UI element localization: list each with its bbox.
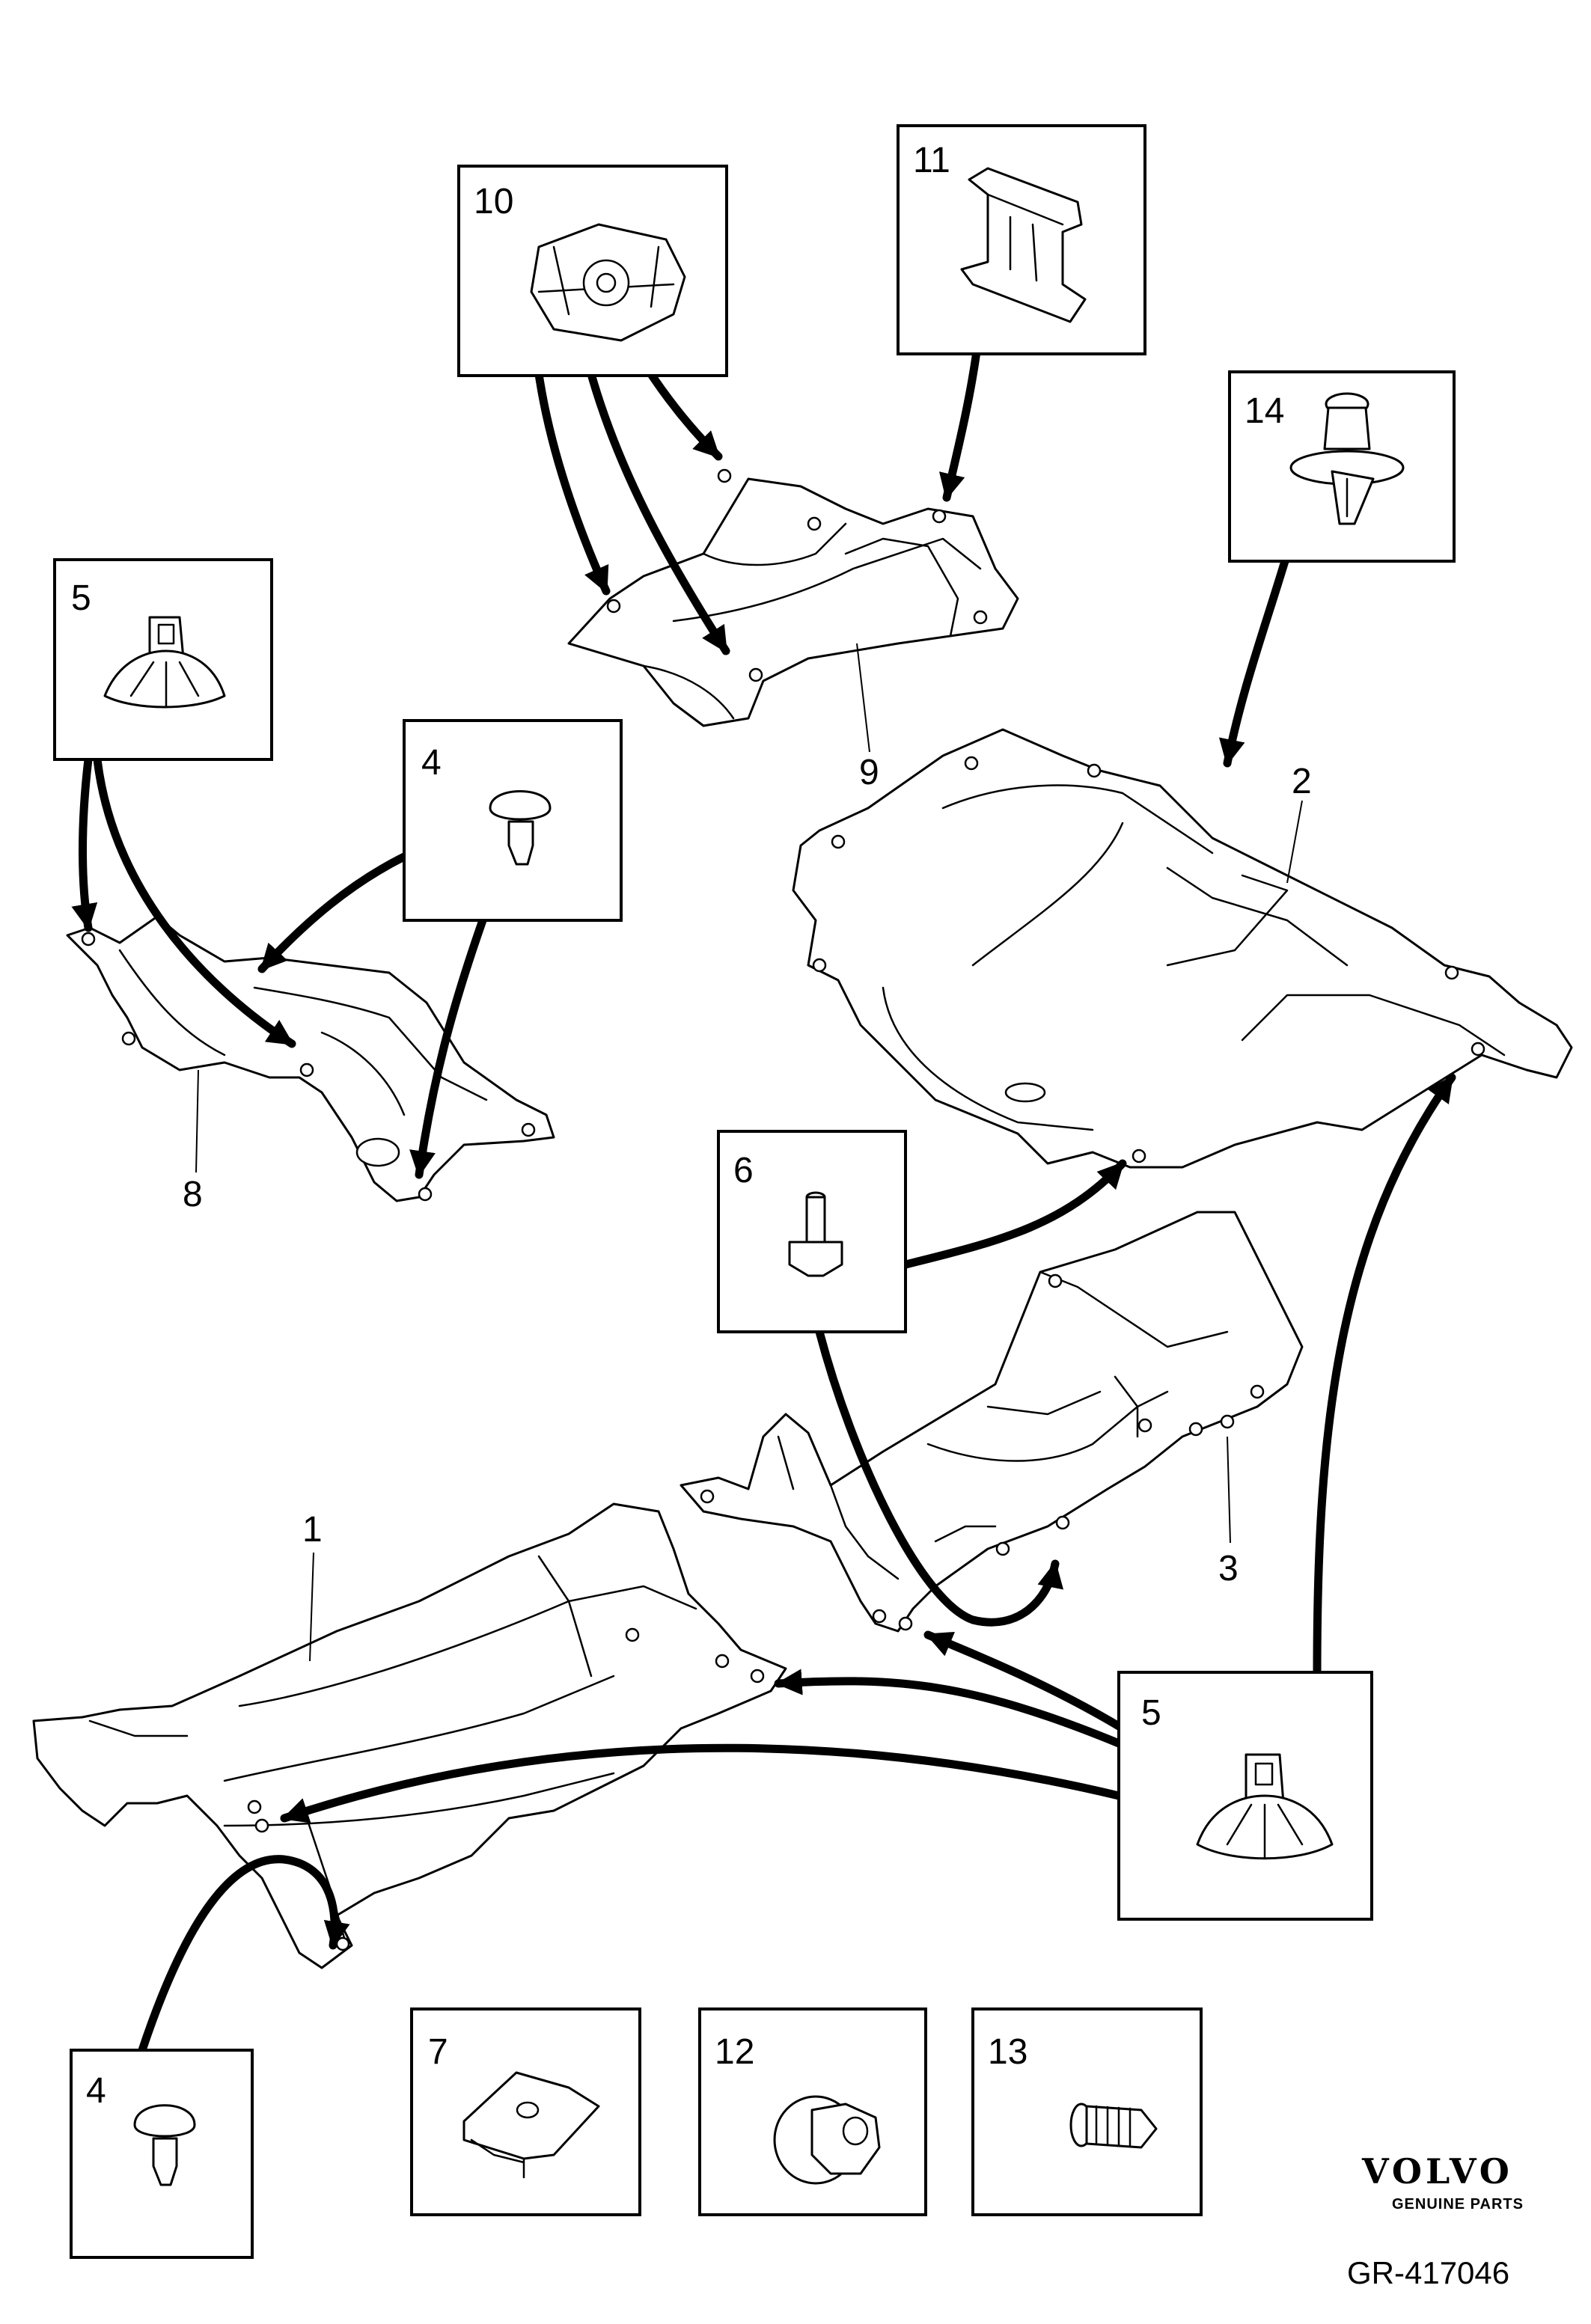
flange-nut-icon <box>773 2095 881 2185</box>
heat-shield-part-9 <box>567 468 1019 727</box>
part-12-box[interactable]: 12 <box>698 2007 927 2216</box>
part-7-box[interactable]: 7 <box>410 2007 641 2216</box>
part-11-label: 11 <box>913 141 950 180</box>
callout-2: 2 <box>1292 762 1312 801</box>
push-pin-icon <box>133 2104 196 2186</box>
heat-shield-part-8 <box>66 915 555 1202</box>
part-4-box-lower[interactable]: 4 <box>70 2049 254 2259</box>
callout-9: 9 <box>859 753 879 792</box>
push-rivet-icon <box>1289 392 1405 525</box>
part-6-label: 6 <box>733 1151 754 1190</box>
screw-icon <box>1069 2103 1158 2149</box>
spring-nut-icon <box>530 223 686 342</box>
leader-lines <box>71 347 1456 2055</box>
part-14-label: 14 <box>1245 391 1284 431</box>
part-5-label-lower: 5 <box>1141 1693 1161 1733</box>
genuine-parts-tagline: GENUINE PARTS <box>1392 2196 1524 2213</box>
heat-shield-part-1 <box>32 1502 787 1969</box>
part-5-label-upper: 5 <box>71 578 91 618</box>
part-14-box[interactable]: 14 <box>1228 370 1456 563</box>
part-6-box[interactable]: 6 <box>717 1130 907 1333</box>
part-11-box[interactable]: 11 <box>897 124 1146 355</box>
part-10-label: 10 <box>474 182 513 221</box>
nut-cap-icon <box>103 616 226 709</box>
clip-icon <box>960 167 1087 323</box>
part-4-label-lower: 4 <box>86 2071 106 2111</box>
volvo-logo: VOLVO <box>1361 2151 1513 2192</box>
heat-shield-part-2 <box>792 728 1573 1169</box>
nut-cap-icon <box>1196 1753 1334 1860</box>
part-13-label: 13 <box>988 2032 1027 2072</box>
part-4-label-upper: 4 <box>421 743 442 783</box>
part-12-label: 12 <box>715 2032 754 2072</box>
push-pin-icon <box>489 790 552 866</box>
part-4-box-upper[interactable]: 4 <box>403 719 623 922</box>
bolt-icon <box>788 1191 843 1277</box>
part-5-box-upper[interactable]: 5 <box>53 558 273 761</box>
callout-3: 3 <box>1218 1549 1239 1588</box>
part-10-box[interactable]: 10 <box>457 165 728 377</box>
part-7-label: 7 <box>428 2032 448 2072</box>
callouts: 9 2 8 3 1 <box>183 643 1312 1662</box>
callout-8: 8 <box>183 1175 203 1214</box>
part-13-box[interactable]: 13 <box>971 2007 1203 2216</box>
brand-block: VOLVO GENUINE PARTS GR-417046 <box>1347 2151 1524 2290</box>
callout-1: 1 <box>302 1510 323 1550</box>
diagram-reference: GR-417046 <box>1347 2255 1509 2290</box>
u-nut-clip-icon <box>462 2071 600 2179</box>
part-5-box-lower[interactable]: 5 <box>1117 1671 1373 1921</box>
heat-shield-part-3 <box>680 1211 1304 1633</box>
